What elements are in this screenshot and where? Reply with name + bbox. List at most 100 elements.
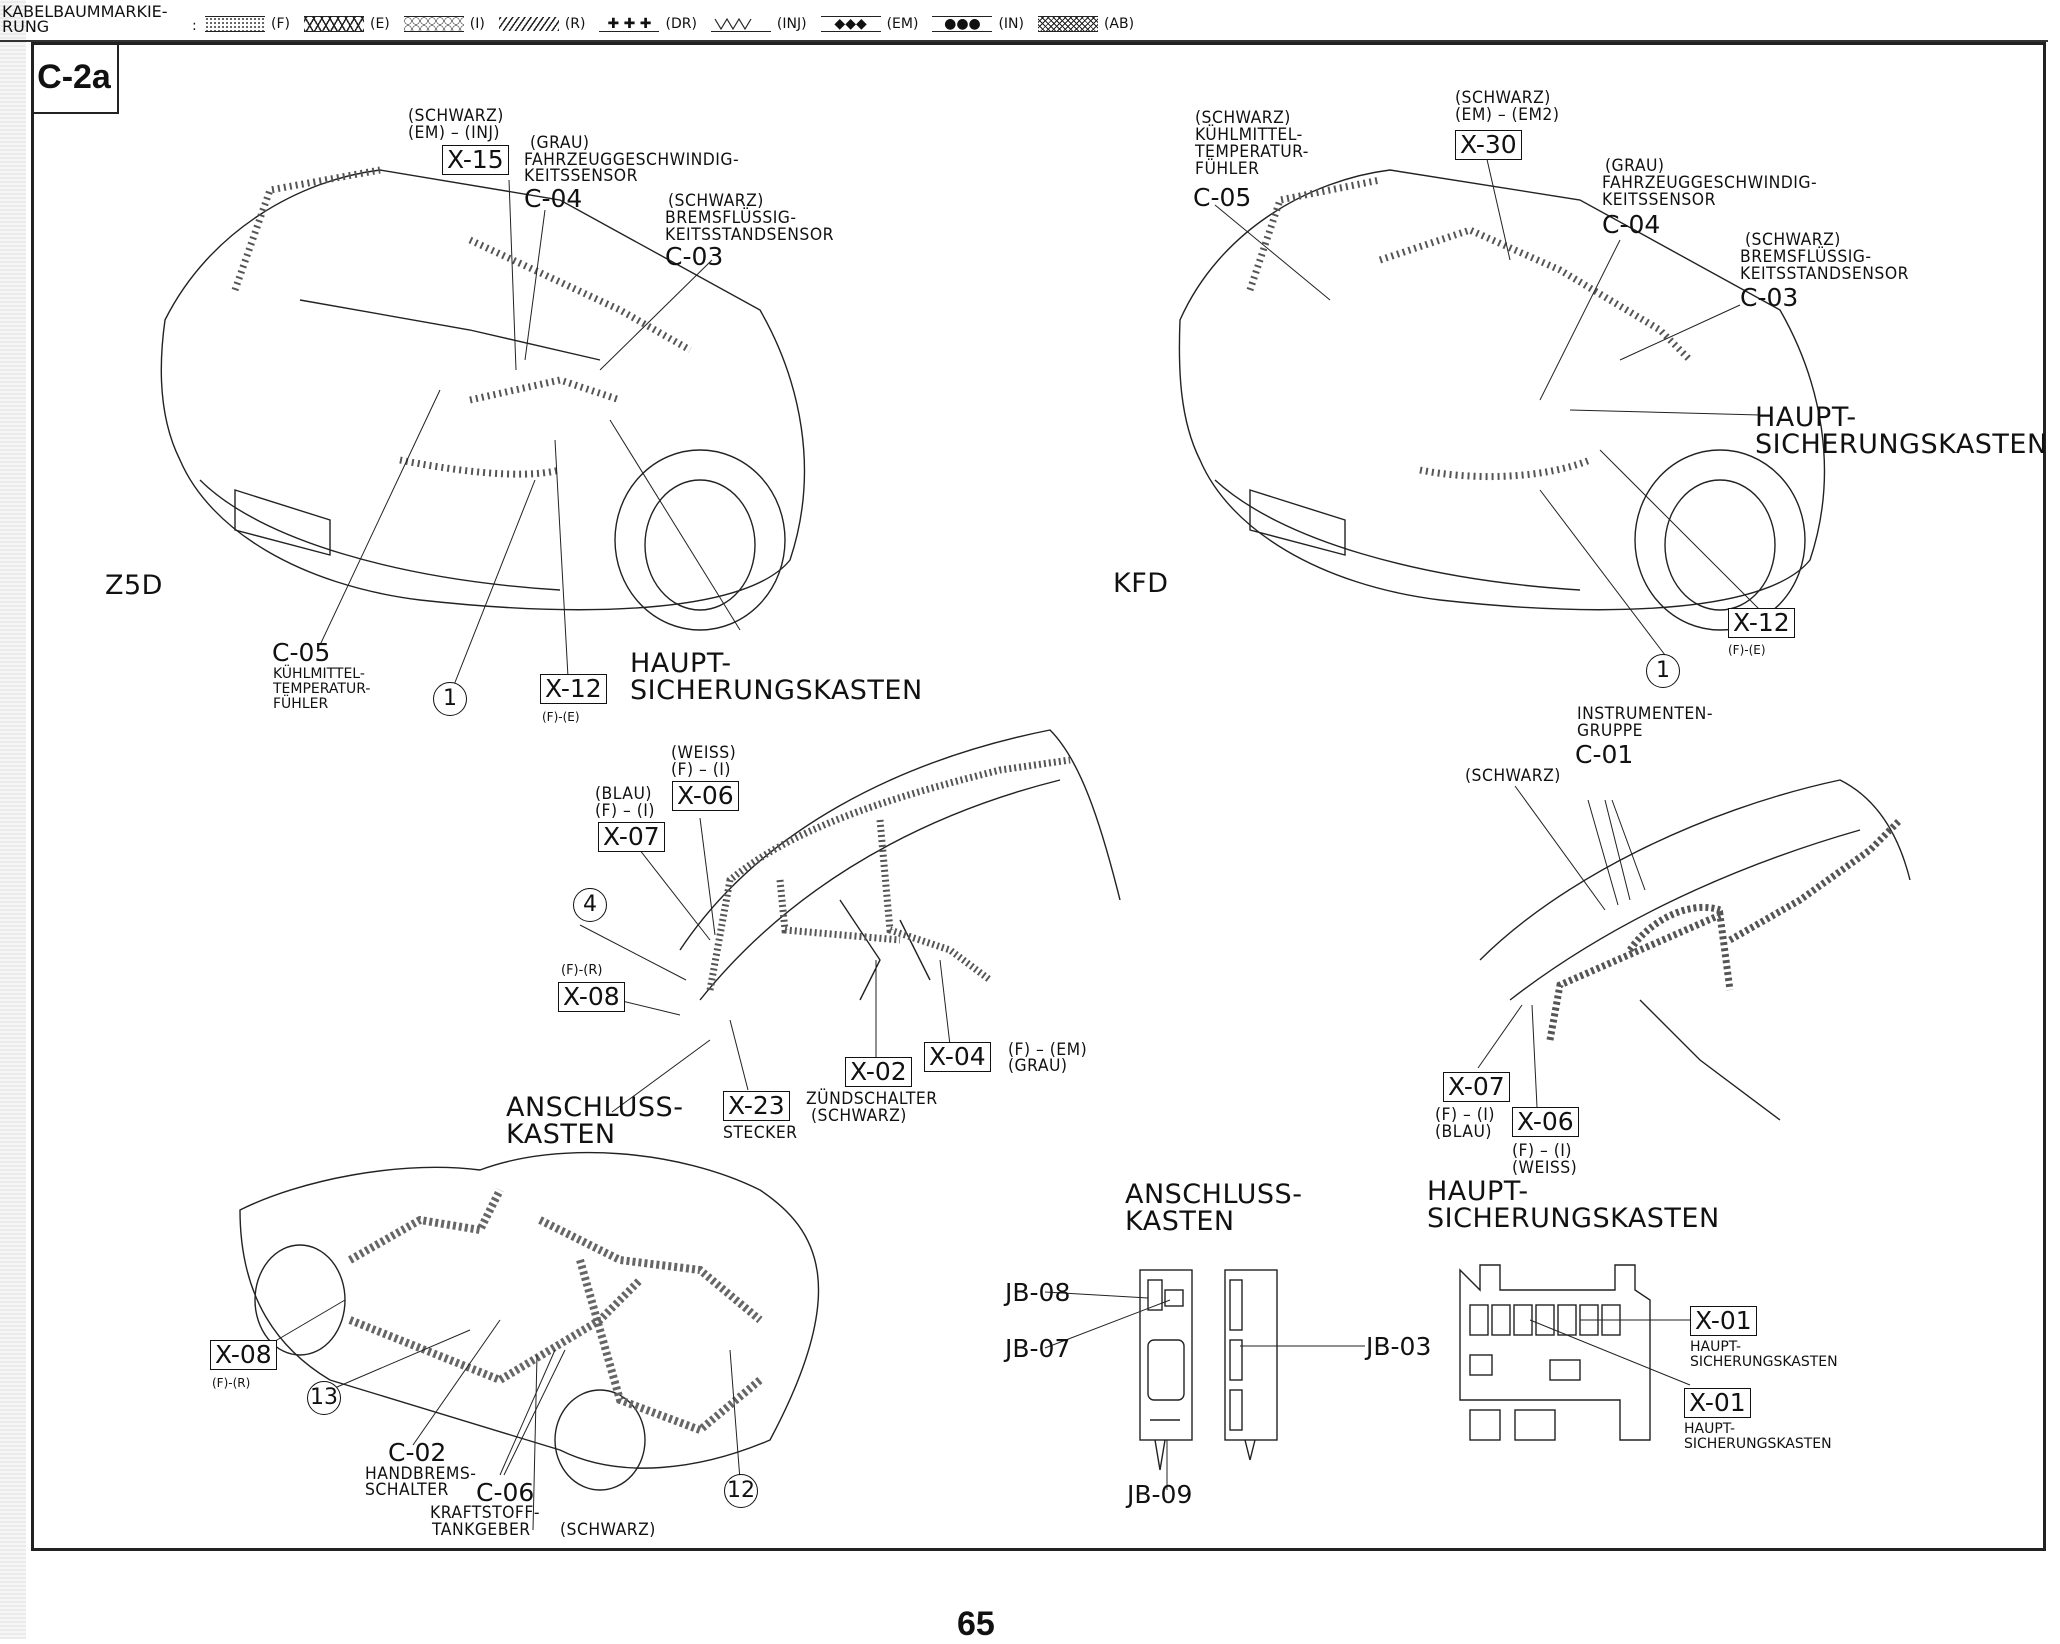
rhd-schwarz-label: (SCHWARZ) [1465, 766, 1561, 786]
legend-title: KABELBAUMMARKIE- RUNG [2, 4, 168, 36]
z5d-c05-connector[interactable]: C-05 [272, 638, 331, 667]
fuse-box-leader-lines [1529, 1319, 1691, 1386]
loops-pattern-icon [403, 16, 464, 32]
lhd-x08-route: (F)-(R) [561, 963, 603, 978]
kfd-x12-connector[interactable]: X-12 [1728, 608, 1795, 638]
z5d-c04-name2: KEITSSENSOR [524, 166, 638, 186]
z5d-x15-route: (EM) – (INJ) [408, 123, 500, 143]
legend-code: (I) [469, 16, 485, 32]
lhd-x06-route: (F) – (I) [671, 760, 731, 780]
lhd-x07-connector[interactable]: X-07 [598, 822, 665, 852]
lhd-x06-color: (WEISS) [671, 743, 737, 763]
fuse-x01a-name2: SICHERUNGSKASTEN [1690, 1354, 1838, 1370]
z5d-x15-connector[interactable]: X-15 [442, 145, 509, 175]
lhd-x02-color: (SCHWARZ) [811, 1106, 907, 1126]
kfd-c04-name2: KEITSSENSOR [1602, 190, 1716, 210]
body-c06-connector[interactable]: C-06 [476, 1478, 535, 1507]
kfd-x12-route: (F)-(E) [1728, 643, 1766, 657]
body-ref-12: 12 [724, 1474, 758, 1508]
body-c06-name2: TANKGEBER [432, 1520, 531, 1540]
jb-title-line1: ANSCHLUSS- [1125, 1179, 1303, 1210]
lhd-x04-route: (F) – (EM) [1008, 1040, 1088, 1060]
z5d-c03-connector[interactable]: C-03 [665, 242, 724, 271]
fuse-x01b-connector[interactable]: X-01 [1684, 1388, 1751, 1418]
jb-07-label[interactable]: JB-07 [1005, 1334, 1071, 1363]
lhd-ref-4: 4 [573, 888, 607, 922]
z5d-hsk-line1: HAUPT- [630, 648, 732, 679]
z5d-x12-connector[interactable]: X-12 [540, 674, 607, 704]
rhd-c01-connector[interactable]: C-01 [1575, 740, 1634, 769]
body-ref-13: 13 [307, 1381, 341, 1415]
rhd-hsk-line1: HAUPT- [1427, 1176, 1529, 1207]
sawtooth-pattern-icon [710, 17, 771, 32]
legend-code: (IN) [998, 16, 1024, 32]
scan-edge [0, 0, 26, 1639]
fuse-x01a-name1: HAUPT- [1690, 1339, 1742, 1355]
jb-title-line2: KASTEN [1125, 1206, 1235, 1237]
body-harness [348, 1188, 763, 1435]
kfd-x30-connector[interactable]: X-30 [1455, 130, 1522, 160]
rhd-x06-route: (F) – (I) [1512, 1141, 1572, 1161]
lhd-x02-connector[interactable]: X-02 [845, 1057, 912, 1087]
z5d-c03-color: (SCHWARZ) [668, 191, 764, 211]
wire-harness-legend: (F) (E) (I) (R) ✚ ✚ ✚(DR) (INJ) ◆◆◆(EM) … [205, 16, 1134, 32]
legend-title-line2: RUNG [2, 17, 50, 36]
kfd-c04-name1: FAHRZEUGGESCHWINDIG- [1602, 173, 1818, 193]
kfd-car-outline [1178, 169, 1826, 631]
legend-code: (F) [271, 16, 290, 32]
lhd-x04-connector[interactable]: X-04 [924, 1042, 991, 1072]
plus-marks-pattern-icon: ✚ ✚ ✚ [599, 17, 660, 32]
legend-item-r: (R) [498, 16, 586, 32]
legend-code: (R) [564, 16, 586, 32]
legend-item-f: (F) [205, 16, 290, 32]
rhd-x06-connector[interactable]: X-06 [1512, 1107, 1579, 1137]
body-c02-connector[interactable]: C-02 [388, 1438, 447, 1467]
kfd-c05-name3: FÜHLER [1195, 159, 1260, 179]
lhd-x06-connector[interactable]: X-06 [672, 781, 739, 811]
z5d-c03-name2: KEITSSTANDSENSOR [665, 225, 834, 245]
z5d-x12-route: (F)-(E) [542, 710, 580, 724]
fuse-x01b-name1: HAUPT- [1684, 1421, 1736, 1437]
legend-code: (E) [369, 16, 390, 32]
jb-leader-lines [1044, 1291, 1365, 1490]
body-c02-name1: HANDBREMS- [365, 1464, 477, 1484]
kfd-c05-connector[interactable]: C-05 [1193, 183, 1252, 212]
lhd-harness [706, 756, 1071, 991]
kfd-c04-color: (GRAU) [1605, 156, 1665, 176]
body-x08-connector[interactable]: X-08 [210, 1340, 277, 1370]
kfd-ref-1: 1 [1646, 654, 1680, 688]
lhd-x04-color: (GRAU) [1008, 1056, 1068, 1076]
junction-box-side [1224, 1269, 1278, 1461]
legend-item-em: ◆◆◆(EM) [820, 16, 919, 32]
lhd-x23-connector[interactable]: X-23 [723, 1091, 790, 1121]
z5d-leader-lines [319, 179, 741, 691]
z5d-car-outline [160, 169, 806, 631]
rhd-x07-color: (BLAU) [1435, 1122, 1492, 1142]
legend-item-inj: (INJ) [710, 16, 807, 32]
kfd-c03-connector[interactable]: C-03 [1740, 283, 1799, 312]
z5d-c05-name3: FÜHLER [273, 696, 329, 712]
lhd-leader-lines [579, 817, 951, 1113]
kfd-harness [1246, 176, 1693, 481]
kfd-c05-name2: TEMPERATUR- [1195, 142, 1309, 162]
fine-dots-pattern-icon [205, 16, 265, 32]
legend-code: (DR) [665, 16, 697, 32]
z5d-c04-connector[interactable]: C-04 [524, 184, 583, 213]
lhd-x02-name: ZÜNDSCHALTER [806, 1089, 938, 1109]
rhd-x07-connector[interactable]: X-07 [1443, 1072, 1510, 1102]
zigzag-pattern-icon [303, 16, 364, 32]
fuse-x01a-connector[interactable]: X-01 [1690, 1306, 1757, 1336]
legend-item-i: (I) [403, 16, 485, 32]
jb-09-label[interactable]: JB-09 [1127, 1480, 1193, 1509]
kfd-x30-color: (SCHWARZ) [1455, 88, 1551, 108]
lhd-x08-connector[interactable]: X-08 [558, 982, 625, 1012]
lhd-dashboard-outline [679, 729, 1121, 1001]
jb-03-label[interactable]: JB-03 [1366, 1332, 1432, 1361]
z5d-c05-name1: KÜHLMITTEL- [273, 666, 365, 682]
jb-08-label[interactable]: JB-08 [1005, 1278, 1071, 1307]
body-c06-name1: KRAFTSTOFF- [430, 1503, 540, 1523]
kfd-c03-name1: BREMSFLÜSSIG- [1740, 247, 1872, 267]
kfd-c04-connector[interactable]: C-04 [1602, 210, 1661, 239]
legend-code: (EM) [886, 16, 919, 32]
